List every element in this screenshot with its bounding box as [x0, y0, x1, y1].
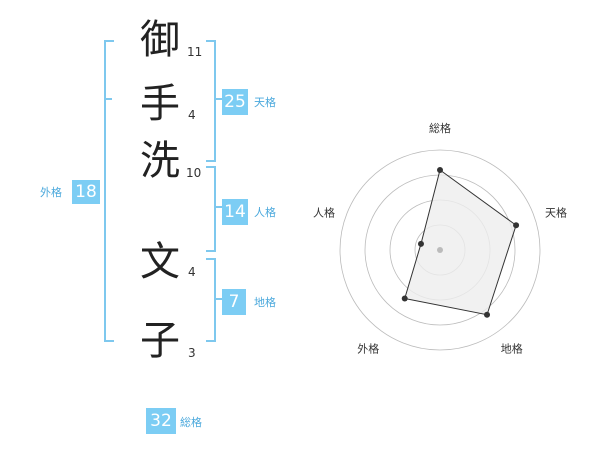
name-char-5: 子 — [140, 318, 180, 364]
gaikaku-value-box: 18 — [72, 180, 100, 204]
tenkaku-label: 天格 — [254, 96, 276, 109]
gaikaku-label: 外格 — [40, 186, 62, 199]
jinkaku-bracket-tick — [214, 206, 222, 208]
radar-axis-label-2: 天格 — [545, 205, 567, 219]
tenkaku-value-box: 25 — [222, 89, 248, 115]
jinkaku-label: 人格 — [254, 206, 276, 219]
jinkaku-value-box: 14 — [222, 199, 248, 225]
name-char-2: 手 — [140, 81, 180, 127]
chikaku-label: 地格 — [254, 296, 276, 309]
name-char-3: 洗 — [140, 138, 180, 184]
chikaku-bracket-tick — [214, 298, 222, 300]
stroke-count-4: 4 — [188, 265, 196, 279]
gaikaku-bracket-tick — [104, 98, 112, 100]
gaikaku-bracket — [104, 40, 114, 342]
radar-point-3 — [484, 311, 491, 318]
chikaku-bracket — [206, 258, 216, 342]
chikaku-value-box: 7 — [222, 289, 246, 315]
radar-axis-label-3: 地格 — [501, 342, 523, 356]
stroke-count-5: 3 — [188, 346, 196, 360]
radar-point-5 — [417, 240, 424, 247]
radar-center-dot — [437, 247, 443, 253]
radar-ring-4 — [339, 149, 541, 351]
radar-area — [404, 169, 517, 316]
soukaku-value-box: 32 — [146, 408, 176, 434]
stroke-count-3: 10 — [186, 166, 202, 180]
soukaku-label: 総格 — [180, 416, 202, 429]
stroke-count-1: 11 — [187, 45, 203, 59]
radar-axis-label-1: 総格 — [429, 121, 451, 135]
radar-axis-label-4: 外格 — [357, 342, 379, 356]
stroke-count-2: 4 — [188, 108, 196, 122]
jinkaku-bracket — [206, 166, 216, 252]
radar-point-2 — [513, 222, 520, 229]
tenkaku-bracket — [206, 40, 216, 162]
name-char-4: 文 — [140, 239, 180, 285]
radar-point-1 — [437, 167, 443, 173]
tenkaku-bracket-tick — [214, 98, 222, 100]
radar-point-4 — [401, 295, 408, 302]
radar-axis-label-5: 人格 — [313, 205, 335, 219]
name-char-1: 御 — [140, 17, 180, 63]
